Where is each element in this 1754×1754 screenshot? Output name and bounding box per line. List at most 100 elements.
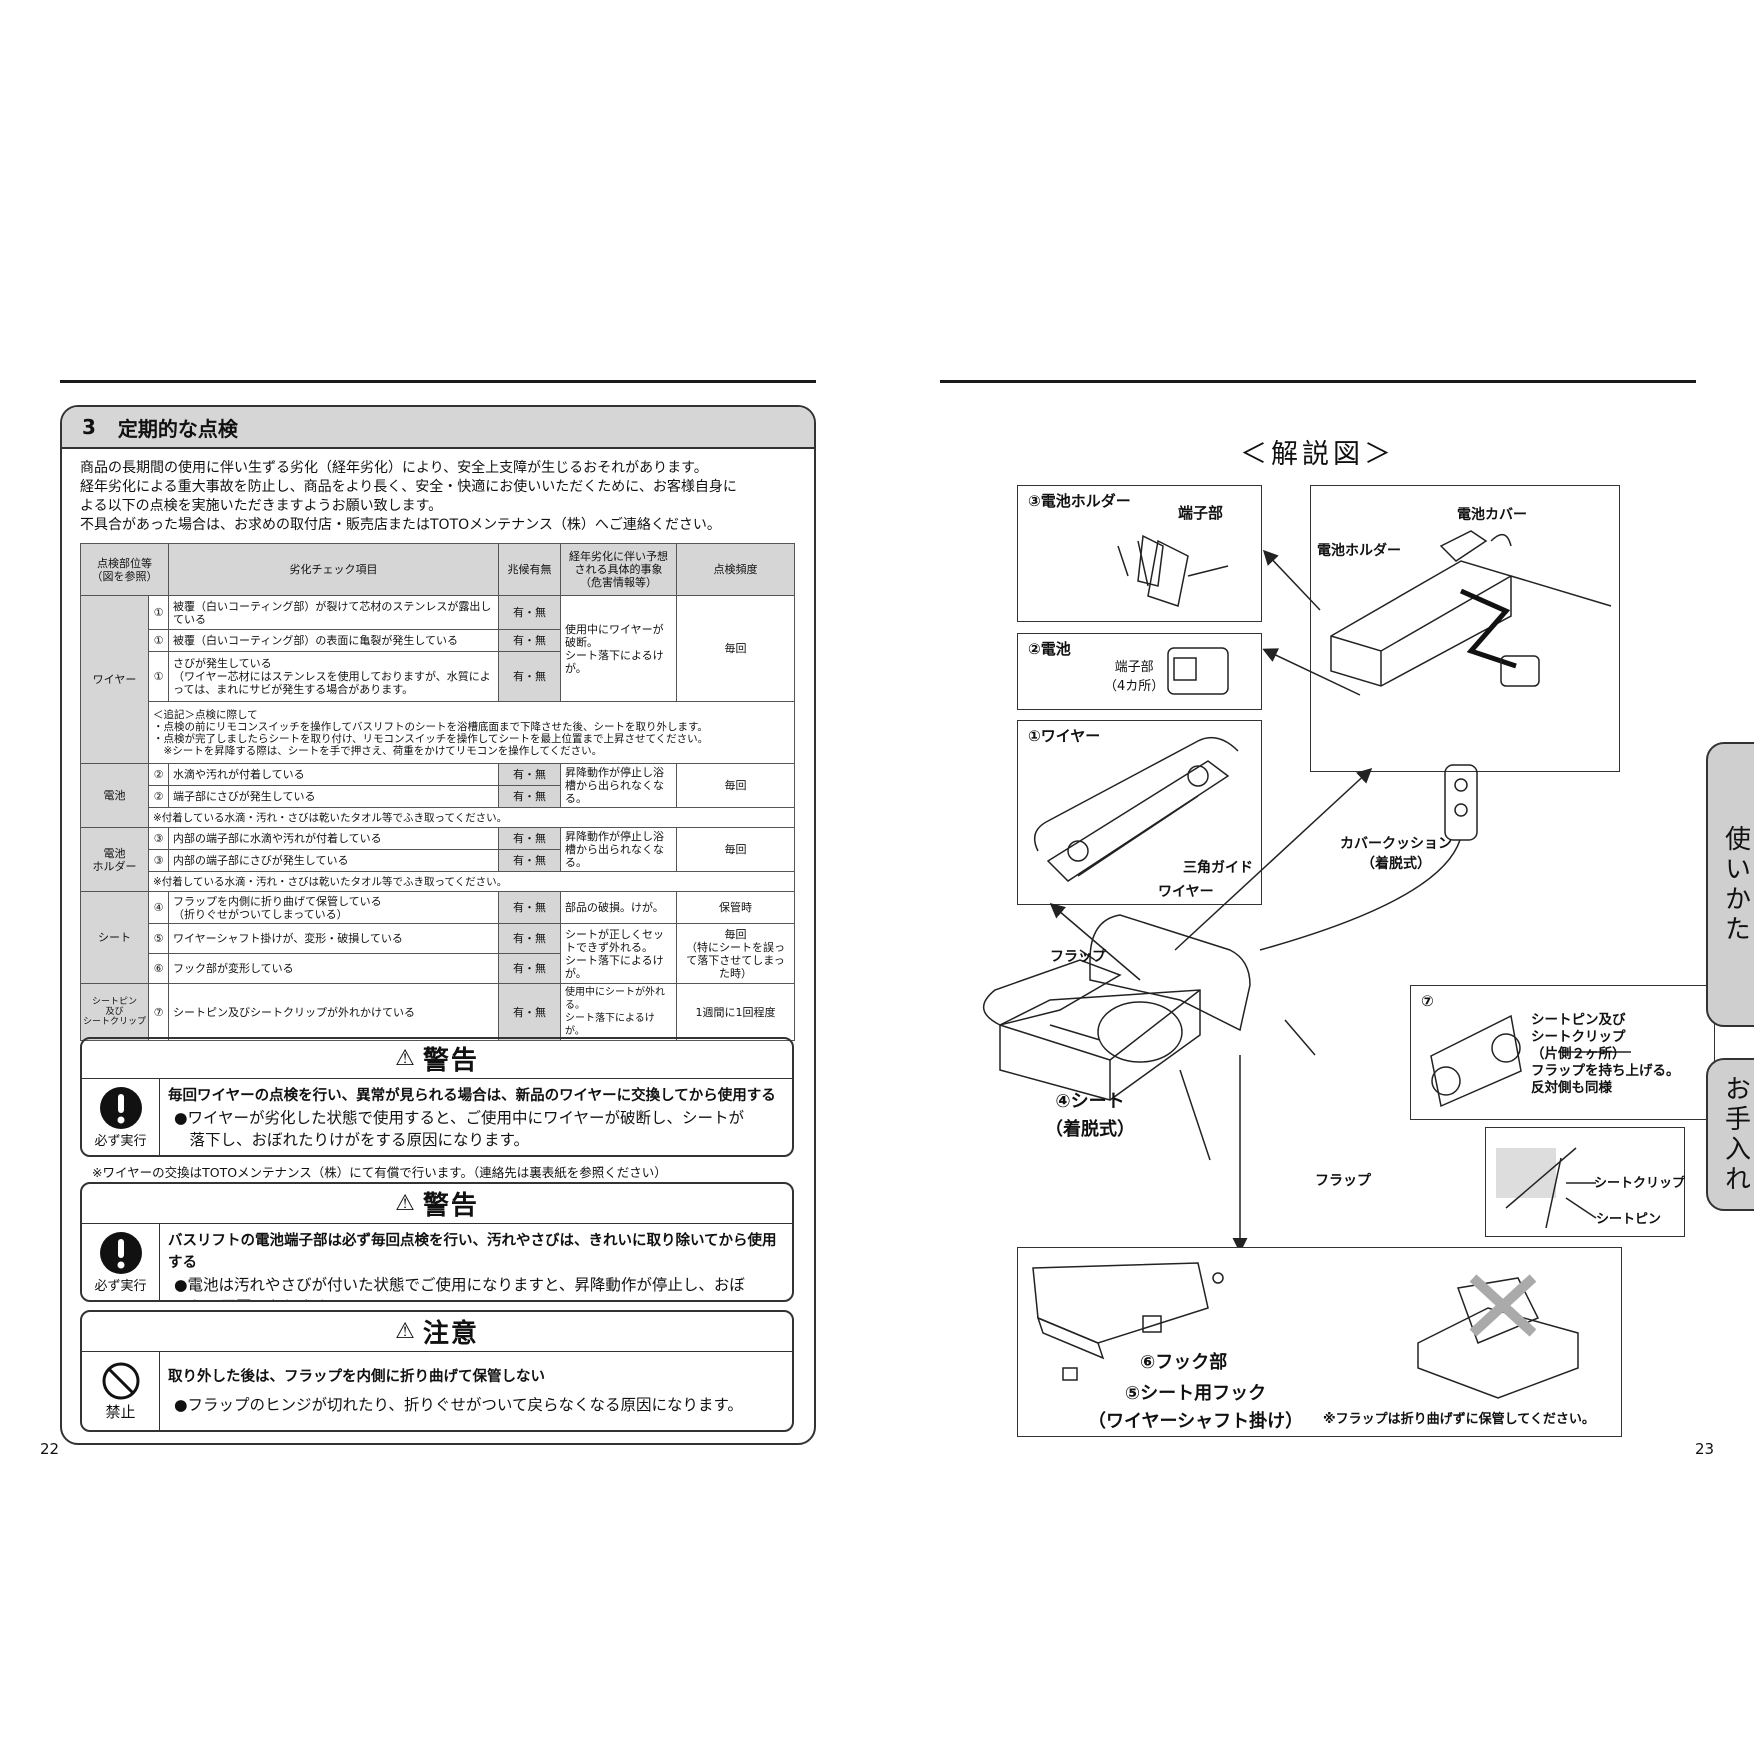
section-number: 3	[82, 415, 96, 439]
hazard-text: 昇降動作が停止し浴槽から出られなくなる。	[560, 827, 677, 872]
caution-bullet: ●フラップのヒンジが切れたり、折りぐせがついて戻らなくなる原因になります。	[174, 1396, 743, 1414]
frequency-text: 保管時	[676, 891, 795, 924]
item-number: ①	[148, 595, 169, 630]
check-item: 端子部にさびが発生している	[168, 785, 499, 808]
table-row: ③ 内部の端子部にさびが発生している 有・無	[81, 849, 795, 872]
intro-line: 不具合があった場合は、お求めの取付店・販売店またはTOTOメンテナンス（株）へご…	[80, 517, 721, 533]
header-check-item: 劣化チェック項目	[168, 543, 499, 596]
battery-holder-illustration	[1117, 534, 1229, 607]
table-row: 電池 ホルダー ③ 内部の端子部に水滴や汚れが付着している 有・無 昇降動作が停…	[80, 827, 795, 892]
warning-title: ⚠ 警告	[82, 1039, 792, 1079]
top-rule-right	[940, 380, 1696, 383]
label-seat-clip: シートクリップ	[1594, 1176, 1686, 1191]
inspection-table: 点検部位等 （図を参照） 劣化チェック項目 兆候有無 経年劣化に伴い予想される具…	[80, 543, 795, 1041]
table-row: シート ④ フラップを内側に折り曲げて保管している （折りぐせがついてしまってい…	[80, 891, 795, 984]
panel-battery-holder: ③電池ホルダー 端子部	[1017, 485, 1262, 622]
label-terminal-4: 端子部 （4カ所）	[1104, 660, 1165, 694]
item-number: ①	[148, 651, 169, 702]
top-rule-left	[60, 380, 816, 383]
caution-box-flap: ⚠ 注意 禁止 取り外した後は、フラップを内側に折り曲げて保管しない ●フラップ…	[80, 1310, 794, 1432]
wire-illustration	[1033, 736, 1239, 882]
label-pin-number: ⑦	[1421, 992, 1434, 1010]
label-wire: ワイヤー	[1158, 884, 1214, 900]
table-row: ※付着している水滴・汚れ・さびは乾いたタオル等でふき取ってください。	[81, 807, 795, 828]
warning-content: 毎回ワイヤーの点検を行い、異常が見られる場合は、新品のワイヤーに交換してから使用…	[160, 1079, 792, 1155]
item-number: ①	[148, 629, 169, 652]
hazard-text: 使用中にワイヤーが破断。 シート落下によるけが。	[560, 595, 677, 702]
table-row: ① さびが発生している （ワイヤー芯材にはステンレスを使用しておりますが、水質に…	[81, 651, 795, 702]
pin-detail-illustration	[1496, 1147, 1597, 1229]
header-part: 点検部位等 （図を参照）	[80, 543, 169, 596]
seat-hook-illustration	[1032, 1262, 1579, 1399]
check-item: フック部が変形している	[168, 953, 499, 984]
warning-body: 必ず実行 毎回ワイヤーの点検を行い、異常が見られる場合は、新品のワイヤーに交換し…	[82, 1079, 792, 1155]
item-number: ②	[148, 785, 169, 808]
panel-pin-detail: シートクリップ シートピン	[1485, 1127, 1685, 1237]
caution-lead: 取り外した後は、フラップを内側に折り曲げて保管しない	[168, 1369, 545, 1385]
caution-title: ⚠ 注意	[82, 1312, 792, 1352]
table-row: ⑤ ワイヤーシャフト掛けが、変形・破損している 有・無 シートが正しくセットでき…	[81, 923, 795, 984]
inspection-section: 3 定期的な点検 商品の長期間の使用に伴い生ずる劣化（経年劣化）により、安全上支…	[60, 405, 816, 1445]
header-frequency: 点検頻度	[676, 543, 795, 596]
label-flap: フラップ	[1050, 949, 1106, 965]
check-item: ワイヤーシャフト掛けが、変形・破損している	[168, 923, 499, 954]
label-holder-title: ③電池ホルダー	[1028, 492, 1131, 510]
tab-usage[interactable]: 使いかた	[1706, 742, 1754, 1027]
label-battery-cover: 電池カバー	[1457, 507, 1527, 523]
panel-battery: ②電池 端子部 （4カ所）	[1017, 633, 1262, 710]
wire-exchange-note: ※ワイヤーの交換はTOTOメンテナンス（株）にて有償で行います。（連絡先は裏表紙…	[92, 1165, 667, 1180]
warning-lead: 毎回ワイヤーの点検を行い、異常が見られる場合は、新品のワイヤーに交換してから使用…	[168, 1088, 776, 1104]
tab-care[interactable]: お手入れ	[1706, 1058, 1754, 1211]
warning-content: バスリフトの電池端子部は必ず毎回点検を行い、汚れやさびは、きれいに取り除いてから…	[160, 1224, 792, 1300]
label-battery-holder: 電池ホルダー	[1317, 543, 1401, 559]
category-battery: 電池	[80, 763, 149, 828]
frequency-text: 毎回	[676, 763, 795, 808]
label-hook: ⑥フック部	[1140, 1352, 1228, 1373]
category-seat-pin: シートピン 及び シートクリップ	[80, 983, 149, 1041]
table-row: ※付着している水滴・汚れ・さびは乾いたタオル等でふき取ってください。	[81, 871, 795, 892]
prohibition-label: 禁止	[105, 1402, 136, 1421]
caution-content: 取り外した後は、フラップを内側に折り曲げて保管しない ●フラップのヒンジが切れた…	[160, 1352, 792, 1430]
caution-body: 禁止 取り外した後は、フラップを内側に折り曲げて保管しない ●フラップのヒンジが…	[82, 1352, 792, 1430]
frequency-text: 毎回	[676, 827, 795, 872]
check-item: 被覆（白いコーティング部）の表面に亀裂が発生している	[168, 629, 499, 652]
panel-seat-pin: ⑦ シートピン及び シートクリップ （片側２ヶ所） フラップを持ち上げる。 反対…	[1410, 985, 1715, 1120]
category-seat: シート	[80, 891, 149, 984]
battery-cover-illustration	[1330, 530, 1612, 687]
inspection-note: ※付着している水滴・汚れ・さびは乾いたタオル等でふき取ってください。	[148, 871, 795, 892]
frequency-text: 毎回	[676, 595, 795, 702]
table-row: ② 端子部にさびが発生している 有・無	[81, 785, 795, 808]
label-pin-text: シートピン及び シートクリップ （片側２ヶ所） フラップを持ち上げる。 反対側も…	[1531, 1012, 1680, 1096]
inspection-note: ＜追記＞点検に際して ・点検の前にリモコンスイッチを操作してバスリフトのシートを…	[148, 701, 795, 764]
sign-mark: 有・無	[498, 785, 561, 808]
mandatory-icon	[99, 1231, 142, 1274]
category-battery-holder: 電池 ホルダー	[80, 827, 149, 892]
warning-box-wire: ⚠ 警告 必ず実行 毎回ワイヤーの点検を行い、異常が見られる場合は、新品のワイヤ…	[80, 1037, 794, 1157]
warning-title-text: 警告	[422, 1046, 479, 1076]
label-flap-note: ※フラップは折り曲げずに保管してください。	[1323, 1412, 1595, 1427]
label-seat: ④シート （着脱式）	[1045, 1091, 1135, 1140]
sign-mark: 有・無	[498, 849, 561, 872]
caution-triangle-icon: ⚠	[395, 1319, 417, 1344]
label-battery-title: ②電池	[1028, 640, 1071, 658]
header-hazard: 経年劣化に伴い予想される具体的事象 （危害情報等）	[560, 543, 677, 596]
sign-mark: 有・無	[498, 629, 561, 652]
check-item: 被覆（白いコーティング部）が裂けて芯材のステンレスが露出している	[168, 595, 499, 630]
label-wire-title: ①ワイヤー	[1028, 727, 1101, 745]
caution-title-text: 注意	[422, 1319, 479, 1349]
label-terminal: 端子部	[1178, 504, 1224, 522]
category-wire: ワイヤー	[80, 595, 149, 764]
panel-seat-hook: ⑥フック部 ⑤シート用フック （ワイヤーシャフト掛け） ※フラップは折り曲げずに…	[1017, 1247, 1622, 1437]
header-sign: 兆候有無	[498, 543, 561, 596]
table-row: ⑥ フック部が変形している 有・無	[81, 953, 795, 984]
label-seat-pin: シートピン	[1596, 1212, 1662, 1227]
table-row: シートピン 及び シートクリップ ⑦ シートピン及びシートクリップが外れかけてい…	[80, 983, 795, 1041]
table-row: ＜追記＞点検に際して ・点検の前にリモコンスイッチを操作してバスリフトのシートを…	[81, 701, 795, 764]
label-flap-2: フラップ	[1315, 1173, 1371, 1189]
sign-mark: 有・無	[498, 891, 561, 924]
page-number-right: 23	[1695, 1440, 1715, 1458]
table-row: ① 被覆（白いコーティング部）の表面に亀裂が発生している 有・無	[81, 629, 795, 652]
inspection-note: ※付着している水滴・汚れ・さびは乾いたタオル等でふき取ってください。	[148, 807, 795, 828]
mandatory-label: 必ず実行	[94, 1133, 147, 1149]
warning-lead: バスリフトの電池端子部は必ず毎回点検を行い、汚れやさびは、きれいに取り除いてから…	[168, 1233, 777, 1271]
